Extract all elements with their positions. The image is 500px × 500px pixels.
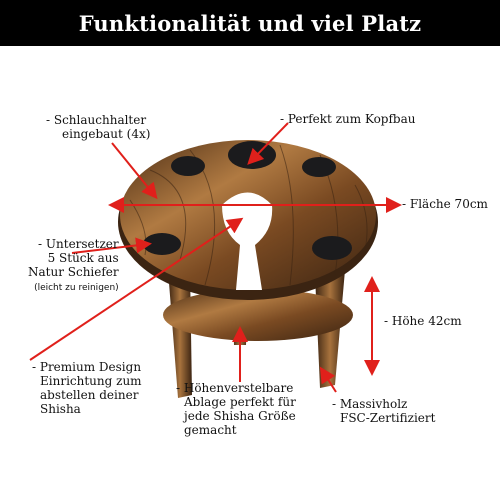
label-shelf: - Höhenverstelbare Ablage perfekt für je… xyxy=(176,381,296,437)
label-wood: - Massivholz FSC-Zertifiziert xyxy=(332,397,436,425)
slate-coaster xyxy=(228,141,276,169)
label-premium: - Premium Design Einrichtung zum abstell… xyxy=(32,360,142,416)
title-banner: Funktionalität und viel Platz xyxy=(0,0,500,46)
arrow-head-build xyxy=(247,122,289,165)
slate-coaster xyxy=(312,236,352,260)
slate-coaster xyxy=(171,156,205,176)
label-surface: - Fläche 70cm xyxy=(402,197,488,211)
label-head-build: - Perfekt zum Kopfbau xyxy=(280,112,416,126)
shisha-cutout xyxy=(222,192,273,290)
lower-shelf xyxy=(163,289,353,341)
arrow-hose-holder xyxy=(111,142,158,200)
page-title: Funktionalität und viel Platz xyxy=(78,10,422,36)
slate-coaster xyxy=(143,233,181,255)
arrow-premium xyxy=(29,217,244,361)
arrow-coasters xyxy=(71,237,152,254)
slate-coaster xyxy=(302,157,336,177)
label-hose-holder: - Schlauchhalter eingebaut (4x) xyxy=(46,113,151,141)
label-coasters: - Untersetzer 5 Stück aus Natur Schiefer… xyxy=(28,237,119,293)
label-height: - Höhe 42cm xyxy=(384,314,462,328)
arrow-wood xyxy=(319,366,337,393)
